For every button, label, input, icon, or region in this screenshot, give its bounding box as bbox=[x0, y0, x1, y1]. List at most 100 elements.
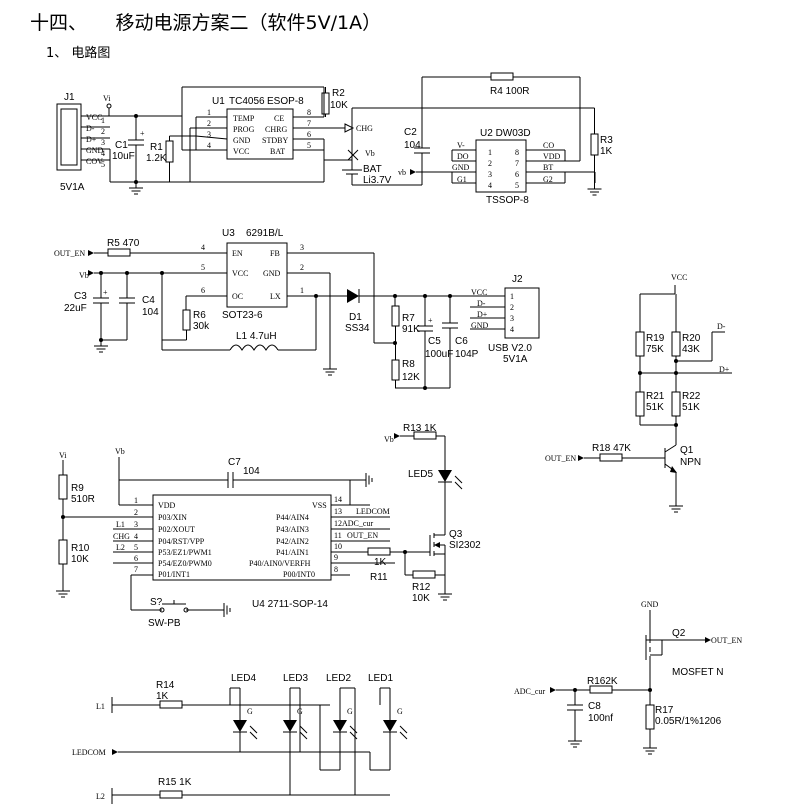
svg-text:2: 2 bbox=[488, 159, 492, 168]
r17-ref: R17 bbox=[655, 705, 674, 716]
svg-text:GND: GND bbox=[233, 136, 251, 145]
u3-ref: U3 bbox=[222, 228, 235, 239]
svg-text:2: 2 bbox=[300, 263, 304, 272]
svg-text:G2: G2 bbox=[543, 175, 553, 184]
c5-value: 100uF bbox=[425, 349, 453, 360]
r10-ref: R10 bbox=[71, 543, 90, 554]
svg-text:BT: BT bbox=[543, 163, 553, 172]
d1-value: SS34 bbox=[345, 323, 370, 334]
svg-text:4: 4 bbox=[201, 243, 205, 252]
q3-ref: Q3 bbox=[449, 529, 463, 540]
svg-text:CE: CE bbox=[274, 114, 284, 123]
svg-text:4: 4 bbox=[134, 532, 138, 541]
mcu-l1-label: L1 bbox=[116, 520, 125, 529]
block-current-sense: GND OUT_EN Q2 MOSFET N ADC_cur R162K C8 … bbox=[514, 600, 742, 755]
c2-ref: C2 bbox=[404, 127, 417, 138]
svg-text:P44/AIN4: P44/AIN4 bbox=[276, 513, 309, 522]
s-ref: S? bbox=[150, 597, 163, 608]
u1-pkg: ESOP-8 bbox=[267, 96, 304, 107]
j2-dplus-label: D+ bbox=[477, 310, 488, 319]
led2-ref: LED2 bbox=[326, 673, 351, 684]
svg-text:3: 3 bbox=[488, 170, 492, 179]
svg-text:P42/AIN2: P42/AIN2 bbox=[276, 537, 309, 546]
q2-gnd-label: GND bbox=[641, 600, 659, 609]
svg-text:8: 8 bbox=[334, 565, 338, 574]
j1-pin-vcc: VCC bbox=[86, 113, 102, 122]
j1-pin-dminus: D- bbox=[86, 124, 95, 133]
j1-pin-cov: COV bbox=[86, 157, 103, 166]
svg-text:VDD: VDD bbox=[158, 501, 176, 510]
c1-value: 10uF bbox=[112, 151, 135, 162]
svg-text:7: 7 bbox=[134, 565, 138, 574]
svg-text:7: 7 bbox=[515, 159, 519, 168]
svg-text:1: 1 bbox=[300, 286, 304, 295]
svg-text:2: 2 bbox=[207, 119, 211, 128]
r2-value: 10K bbox=[330, 100, 348, 111]
c3-value: 22uF bbox=[64, 303, 87, 314]
led1-ref: LED1 bbox=[368, 673, 393, 684]
svg-text:OC: OC bbox=[232, 292, 243, 301]
u2-pins: V- DO GND G1 CO VDD BT G2 bbox=[452, 141, 561, 184]
dplus-label: D+ bbox=[719, 365, 730, 374]
svg-text:GND: GND bbox=[452, 163, 470, 172]
c8-ref: C8 bbox=[588, 701, 601, 712]
r22-ref: R22 bbox=[682, 391, 701, 402]
svg-text:2: 2 bbox=[134, 508, 138, 517]
c2-value: 104 bbox=[404, 140, 421, 151]
r22-value: 51K bbox=[682, 402, 700, 413]
vb-label-2: Vb bbox=[79, 271, 89, 280]
bat-value: Li3.7V bbox=[363, 175, 392, 186]
j1-pin-gnd: GND bbox=[86, 146, 104, 155]
svg-text:LX: LX bbox=[270, 292, 281, 301]
led1: LED1 G bbox=[300, 673, 408, 771]
svg-text:GND: GND bbox=[263, 269, 281, 278]
r20-ref: R20 bbox=[682, 333, 701, 344]
svg-text:VCC: VCC bbox=[232, 269, 248, 278]
svg-text:3: 3 bbox=[101, 138, 105, 147]
j2-sub2: 5V1A bbox=[503, 354, 528, 365]
r12-value: 10K bbox=[412, 593, 430, 604]
vcc-right-label: VCC bbox=[671, 273, 687, 282]
c5-ref: C5 bbox=[428, 336, 441, 347]
svg-text:2: 2 bbox=[101, 127, 105, 136]
j2-vcc-label: VCC bbox=[471, 288, 487, 297]
svg-text:3: 3 bbox=[300, 243, 304, 252]
c6-value: 104P bbox=[455, 349, 479, 360]
svg-text:12: 12 bbox=[334, 519, 342, 528]
svg-text:P03/XIN: P03/XIN bbox=[158, 513, 187, 522]
block-boost: OUT_EN R5 470 4 Vb 5 + C3 22uF C4 104 bbox=[54, 228, 540, 390]
svg-text:2: 2 bbox=[510, 303, 514, 312]
svg-text:CO: CO bbox=[543, 141, 554, 150]
u3-pkg: SOT23-6 bbox=[222, 310, 263, 321]
r6-value: 30k bbox=[193, 321, 210, 332]
q1-value: NPN bbox=[680, 457, 701, 468]
r19-ref: R19 bbox=[646, 333, 665, 344]
svg-text:P53/EZ1/PWM1: P53/EZ1/PWM1 bbox=[158, 548, 212, 557]
j2-dminus-label: D- bbox=[477, 299, 486, 308]
u2-ref: U2 DW03D bbox=[480, 128, 531, 139]
svg-text:P01/INT1: P01/INT1 bbox=[158, 570, 190, 579]
svg-text:EN: EN bbox=[232, 249, 243, 258]
u3-part: 6291B/L bbox=[246, 228, 284, 239]
c6-ref: C6 bbox=[455, 336, 468, 347]
svg-text:6: 6 bbox=[134, 554, 138, 563]
svg-text:8: 8 bbox=[307, 108, 311, 117]
led4-g: G bbox=[247, 707, 253, 716]
r21-ref: R21 bbox=[646, 391, 665, 402]
u4-pins: VDD P03/XIN P02/XOUT P04/RST/VPP P53/EZ1… bbox=[158, 501, 327, 579]
svg-text:3: 3 bbox=[207, 130, 211, 139]
r21-value: 51K bbox=[646, 402, 664, 413]
svg-text:4: 4 bbox=[207, 141, 211, 150]
svg-text:TEMP: TEMP bbox=[233, 114, 255, 123]
c7-ref: C7 bbox=[228, 457, 241, 468]
led-l2-label: L2 bbox=[96, 792, 105, 801]
j2-sub: USB V2.0 bbox=[488, 343, 532, 354]
r4-label: R4 100R bbox=[490, 86, 529, 97]
r15-label: R15 1K bbox=[158, 777, 192, 788]
q1-ref: Q1 bbox=[680, 445, 694, 456]
j2-gnd-label: GND bbox=[471, 321, 489, 330]
r20-value: 43K bbox=[682, 344, 700, 355]
led3: LED3 G bbox=[283, 673, 308, 795]
u1-ref: U1 bbox=[212, 96, 225, 107]
